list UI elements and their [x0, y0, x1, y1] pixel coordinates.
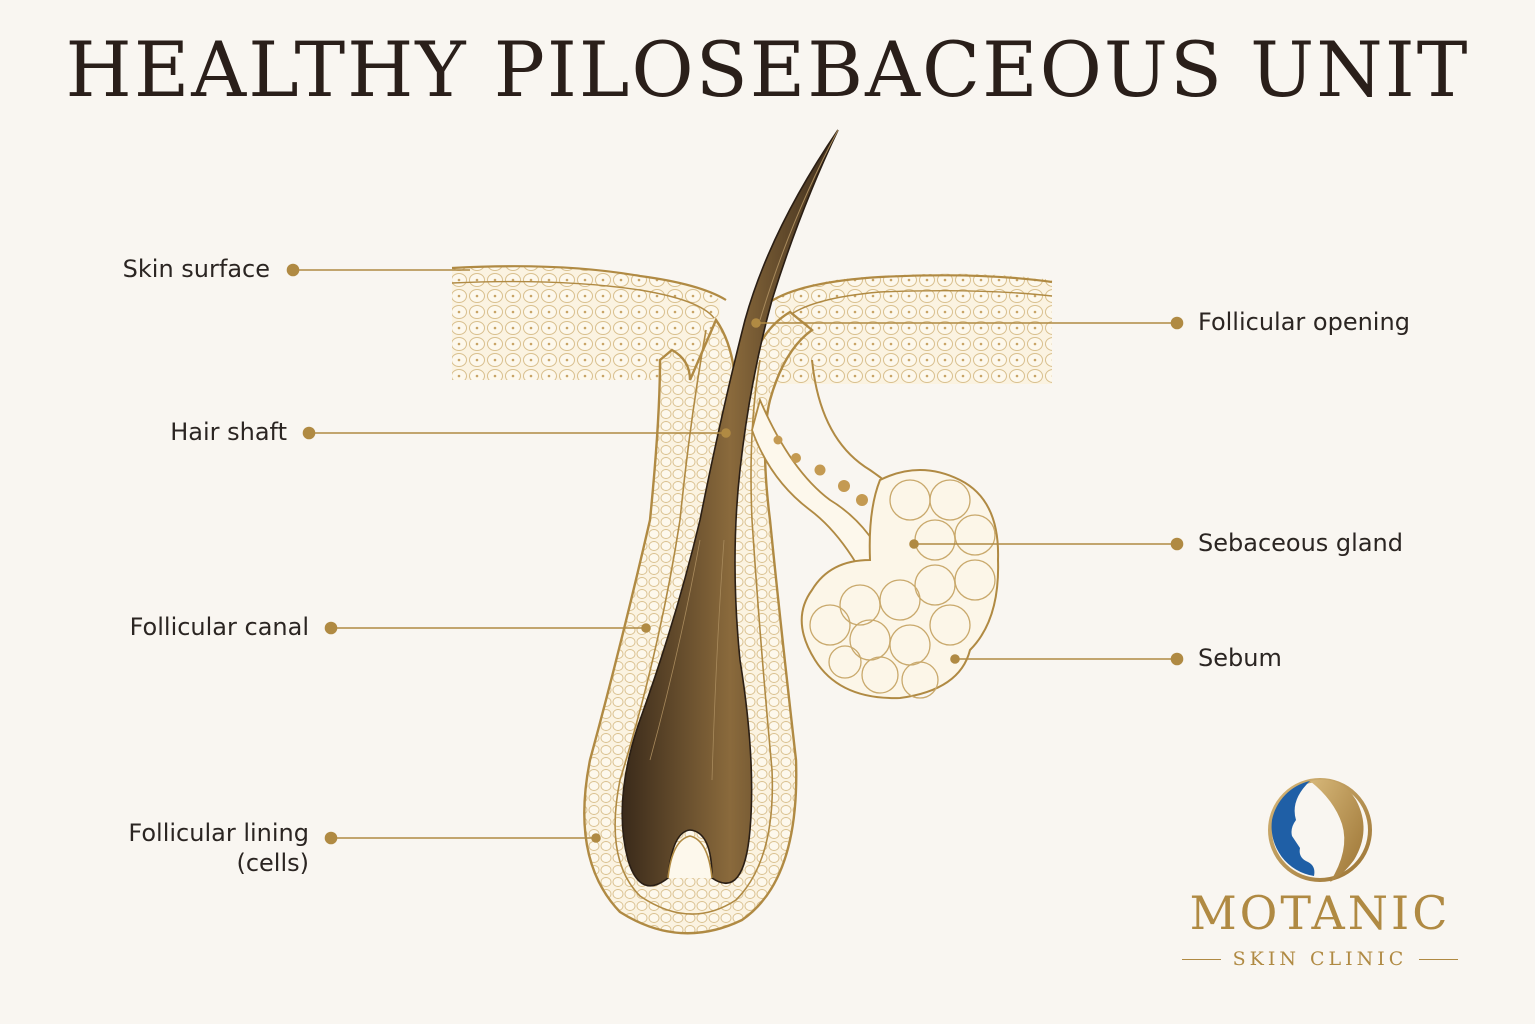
dot-follicular-lining-end: [591, 833, 601, 843]
logo-name: MOTANIC: [1189, 886, 1451, 940]
dot-sebum-end: [950, 654, 960, 664]
dot-sebaceous-gland-end: [909, 539, 919, 549]
label-skin-surface: Skin surface: [122, 255, 270, 283]
dot-follicular-canal: [324, 621, 338, 635]
sebaceous-gland: [800, 469, 1000, 700]
label-follicular-lining-line1: Follicular lining: [128, 819, 309, 847]
dot-hair-shaft-end: [721, 428, 731, 438]
label-sebaceous-gland: Sebaceous gland: [1198, 529, 1403, 557]
leader-lines: [286, 263, 1184, 845]
label-follicular-opening: Follicular opening: [1198, 308, 1410, 336]
hair-shaft: [621, 129, 839, 887]
diagram-title: HEALTHY PILOSEBACEOUS UNIT: [65, 25, 1470, 114]
dot-sebum: [1170, 652, 1184, 666]
label-sebum: Sebum: [1198, 644, 1282, 672]
label-follicular-canal: Follicular canal: [129, 613, 309, 641]
logo-rule-left: [1182, 958, 1221, 960]
label-hair-shaft: Hair shaft: [170, 418, 287, 446]
logo-rule-right: [1419, 958, 1458, 960]
dot-follicular-opening: [1170, 316, 1184, 330]
dot-follicular-lining: [324, 831, 338, 845]
dot-sebaceous-gland: [1170, 537, 1184, 551]
logo-subtitle-row: SKIN CLINIC: [1182, 948, 1458, 970]
dot-hair-shaft: [302, 426, 316, 440]
logo-subtitle: SKIN CLINIC: [1232, 948, 1408, 970]
label-follicular-lining: Follicular lining (cells): [128, 818, 309, 878]
epidermis-layer: [451, 265, 1053, 384]
dot-follicular-canal-end: [641, 623, 651, 633]
dot-follicular-opening-end: [751, 318, 761, 328]
woman-profile-logo-icon: [1268, 778, 1372, 882]
dot-skin-surface: [286, 263, 300, 277]
label-follicular-lining-line2: (cells): [236, 849, 309, 877]
